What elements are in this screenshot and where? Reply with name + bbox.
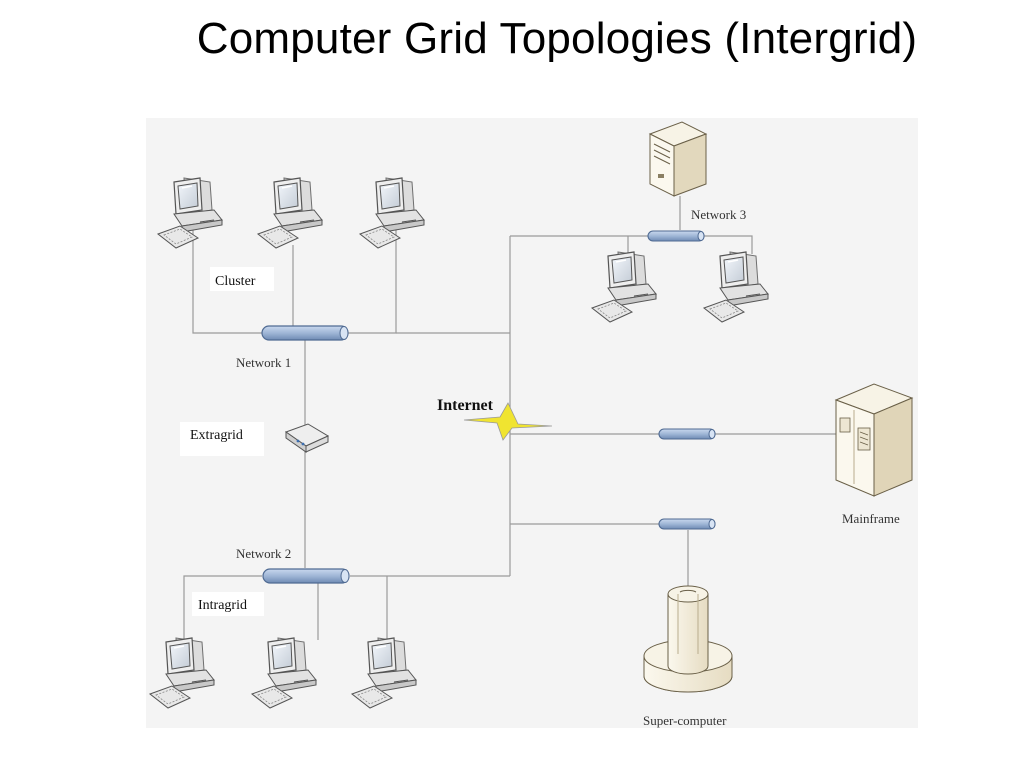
link-network3-pc2 bbox=[702, 235, 753, 254]
supercomputer-label: Super-computer bbox=[643, 713, 727, 728]
network-links bbox=[183, 196, 836, 640]
extragrid-label: Extragrid bbox=[190, 428, 243, 443]
network1-label: Network 1 bbox=[236, 355, 291, 370]
mainframe-label: Mainframe bbox=[842, 511, 900, 526]
mainframe-icon bbox=[834, 383, 914, 497]
intragrid-label: Intragrid bbox=[198, 598, 247, 613]
cluster-label-bg bbox=[210, 267, 274, 291]
diagram-panel bbox=[146, 118, 918, 728]
extragrid-label-bg bbox=[180, 422, 264, 456]
extragrid-router-icon bbox=[284, 423, 330, 453]
network2-hub-icon bbox=[262, 568, 350, 584]
slide-title: Computer Grid Topologies (Intergrid) bbox=[196, 14, 918, 63]
cluster-label: Cluster bbox=[215, 274, 256, 289]
link-cluster-pc1 bbox=[192, 228, 262, 334]
network3-label: Network 3 bbox=[691, 207, 746, 222]
network3-server-icon bbox=[648, 121, 708, 197]
mainframe-hub-icon bbox=[658, 428, 716, 440]
diagram-labels: Cluster Network 1 Extragrid Network 2 In… bbox=[180, 207, 900, 728]
intragrid-label-bg bbox=[192, 592, 264, 616]
supercomputer-icon bbox=[643, 585, 733, 693]
network2-label: Network 2 bbox=[236, 546, 291, 561]
network1-hub-icon bbox=[261, 325, 349, 341]
supercomputer-hub-icon bbox=[658, 518, 716, 530]
internet-label: Internet bbox=[437, 397, 494, 414]
network3-hub-icon bbox=[647, 230, 705, 242]
internet-lightning-bolt-icon bbox=[463, 402, 553, 441]
link-intragrid-pc1 bbox=[183, 575, 262, 640]
